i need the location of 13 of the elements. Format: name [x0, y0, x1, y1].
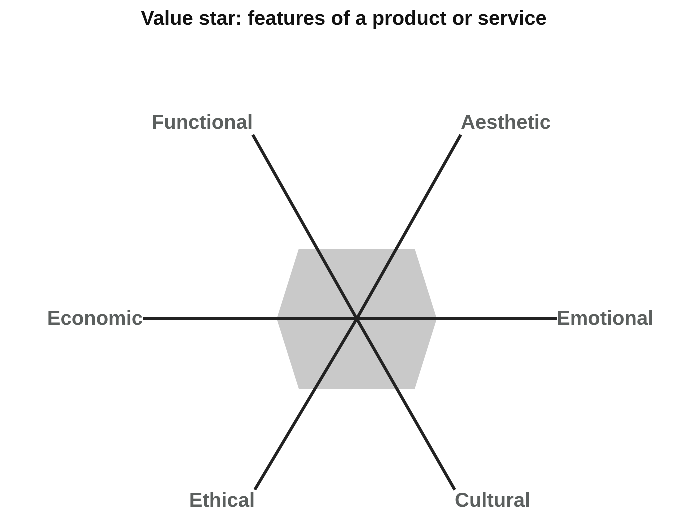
axis-label: Functional — [126, 112, 253, 135]
axis-label: Economic — [8, 306, 143, 332]
axis-line — [254, 388, 317, 491]
axis-line — [252, 134, 319, 250]
axis-line — [396, 388, 456, 491]
axis-label: Cultural — [455, 490, 560, 513]
axis-label: Emotional — [557, 306, 682, 332]
axis-line — [437, 318, 557, 320]
axis-line — [395, 134, 462, 250]
axis-label: Aesthetic — [461, 112, 581, 135]
axis-label: Ethical — [160, 490, 255, 513]
diagram-title: Value star: features of a product or service — [140, 8, 548, 31]
axis-line — [143, 318, 277, 320]
